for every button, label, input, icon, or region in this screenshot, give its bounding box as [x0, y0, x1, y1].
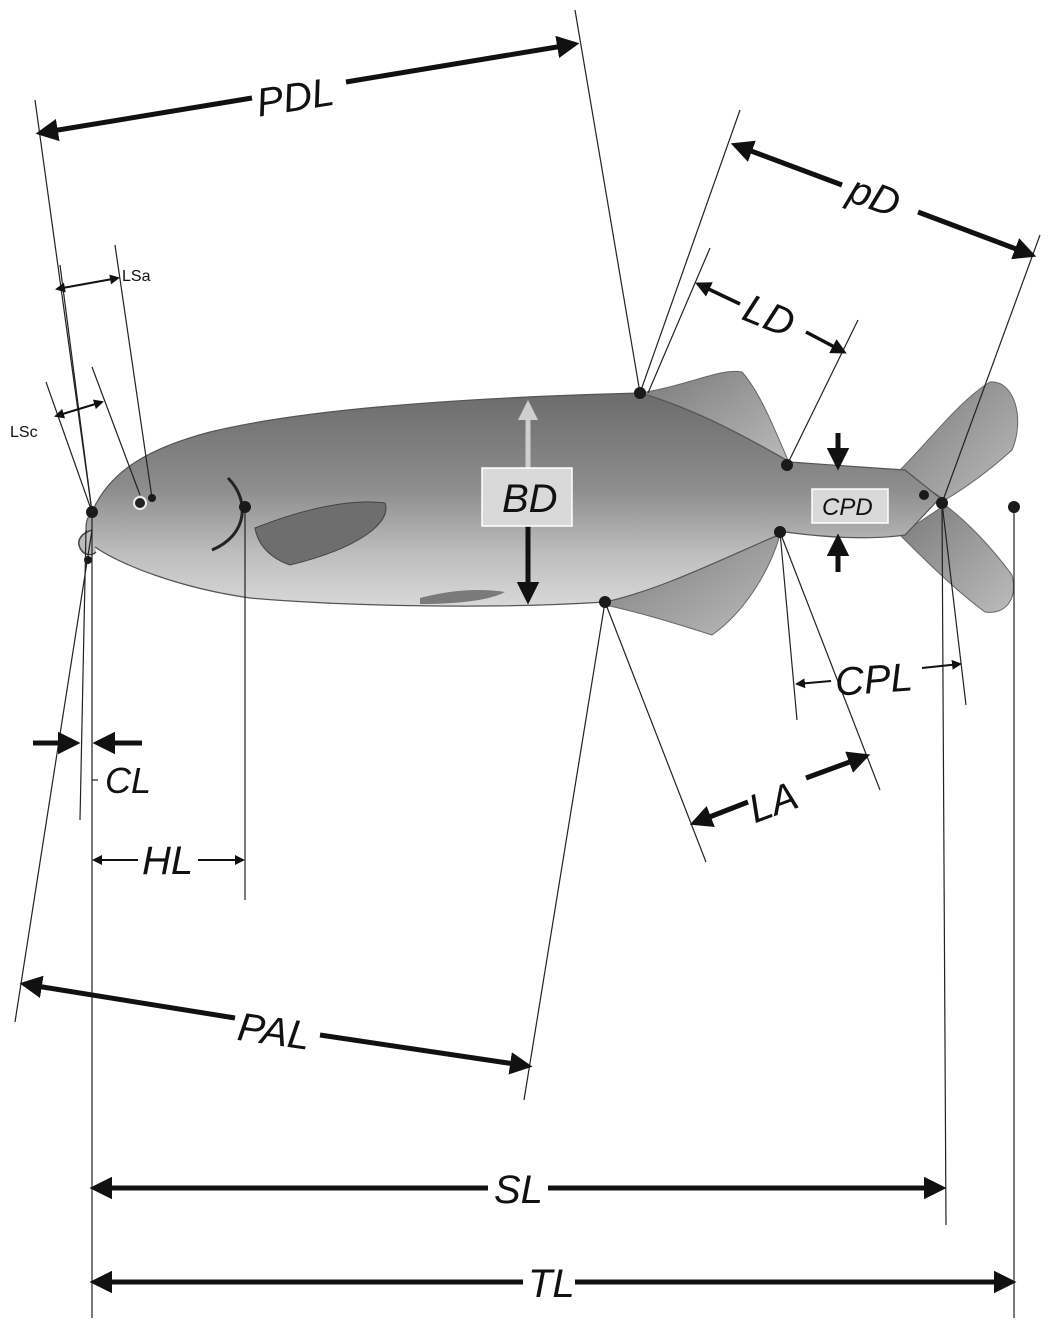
label-lsc: LSc: [10, 424, 38, 441]
measure-pal: PAL: [24, 984, 528, 1066]
landmark-anal-end: [774, 526, 786, 538]
label-cpd: CPD: [822, 494, 873, 521]
measure-tl: TL: [94, 1262, 1012, 1306]
landmark-dorsal-origin: [634, 387, 646, 399]
measure-cpl: CPL: [797, 655, 960, 704]
measure-lsa: LSa: [57, 268, 151, 289]
label-sl: SL: [494, 1168, 543, 1212]
landmark-caudal-base: [936, 497, 948, 509]
measure-ld: LD: [698, 284, 844, 352]
landmark-eye-rear: [148, 494, 156, 502]
landmark-snout-tip: [86, 506, 98, 518]
label-ld: LD: [737, 286, 801, 346]
measure-hl: HL: [94, 839, 243, 883]
label-la: LA: [743, 774, 804, 832]
landmark-mouth: [84, 556, 92, 564]
label-hl: HL: [142, 839, 193, 883]
landmark-caudal-base-upper: [919, 490, 929, 500]
landmark-dorsal-end: [781, 459, 793, 471]
label-cl: CL: [105, 760, 151, 801]
label-bd: BD: [502, 477, 558, 521]
landmark-caudal-tip: [1008, 501, 1020, 513]
measure-pdl: PDL: [40, 44, 575, 133]
landmark-opercle: [239, 501, 251, 513]
label-pd: pD: [842, 167, 906, 226]
label-pal: PAL: [235, 1005, 313, 1059]
label-pdl: PDL: [253, 70, 337, 126]
landmark-anal-origin: [599, 596, 611, 608]
label-tl: TL: [528, 1262, 575, 1306]
fish-eye: [134, 497, 146, 509]
label-cpl: CPL: [834, 655, 915, 704]
measure-lsc: LSc: [10, 402, 102, 441]
measure-pd: pD: [735, 145, 1032, 255]
measure-la: LA: [694, 756, 866, 832]
measure-cpd: CPD: [812, 433, 888, 572]
label-lsa: LSa: [122, 268, 151, 285]
measure-sl: SL: [94, 1168, 942, 1212]
